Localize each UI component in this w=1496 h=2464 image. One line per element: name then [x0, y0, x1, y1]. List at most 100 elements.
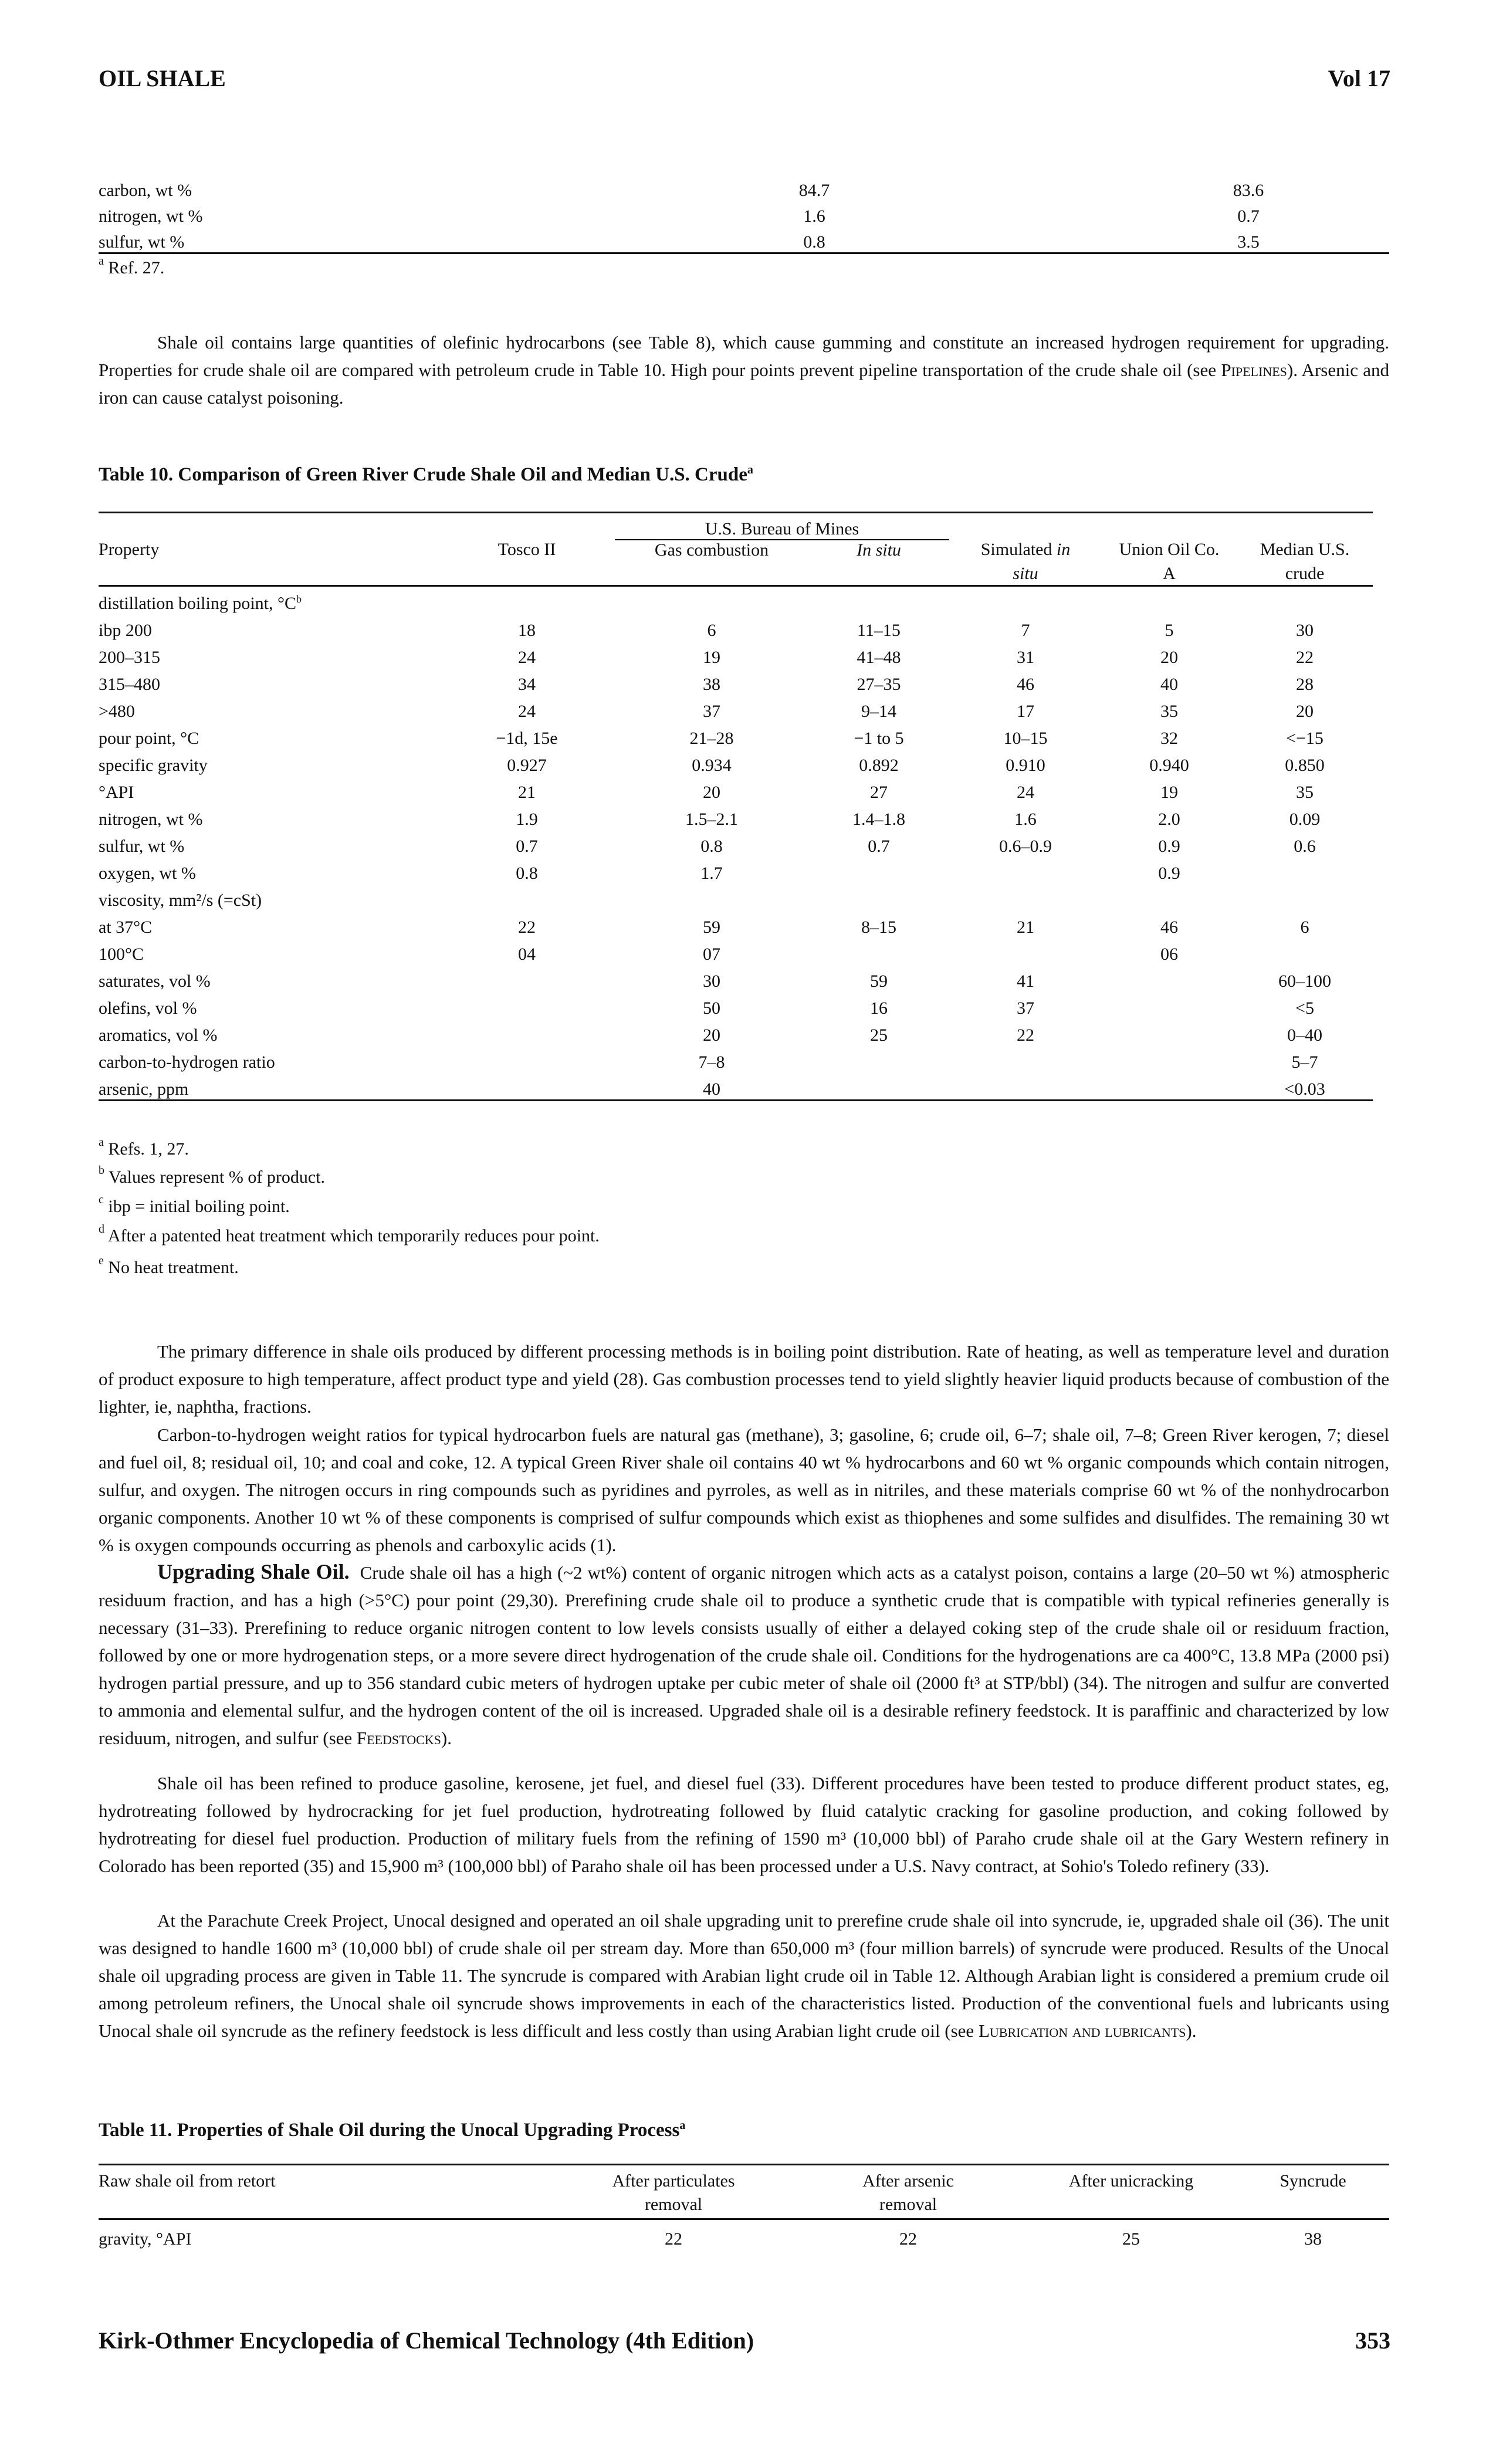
table-cell: 07: [703, 945, 720, 964]
table-cell: 11–15: [857, 621, 901, 640]
row-label: viscosity, mm²/s (=cSt): [99, 891, 262, 910]
row-label: pour point, °C: [99, 729, 199, 748]
table-cell: 16: [870, 999, 888, 1018]
header-volume: Vol 17: [1328, 65, 1390, 92]
table10-footnote: e No heat treatment.: [99, 1254, 239, 1277]
table-cell: 83.6: [1233, 181, 1264, 200]
cross-reference-link[interactable]: Lubrication and lubricants: [978, 2020, 1186, 2041]
table-cell: [949, 884, 1102, 911]
table-cell: [808, 586, 949, 614]
table-cell: sulfur, wt %: [99, 226, 756, 254]
table-cell: 46: [1017, 675, 1034, 694]
table-cell: 22: [1296, 648, 1314, 667]
table10-footnote: c ibp = initial boiling point.: [99, 1193, 290, 1216]
table-cell: [949, 937, 1102, 964]
paragraph: Shale oil contains large quantities of o…: [99, 332, 1390, 408]
section-subheading: Upgrading Shale Oil.: [157, 1560, 350, 1583]
column-header: Gas combustion: [654, 540, 769, 560]
row-label: aromatics, vol %: [99, 1025, 218, 1045]
table-cell: 10–15: [1003, 729, 1048, 748]
table-cell: 0.850: [1285, 756, 1325, 775]
column-header: situ: [949, 564, 1102, 587]
table-cell: [439, 586, 615, 614]
row-label: arsenic, ppm: [99, 1072, 439, 1101]
table-cell: [1237, 586, 1373, 614]
row-label: nitrogen, wt %: [99, 810, 203, 829]
cross-reference-link[interactable]: Pipelines: [1221, 360, 1287, 380]
table-cell: 5–7: [1291, 1052, 1318, 1072]
table-cell: 59: [870, 972, 888, 991]
paragraph: Carbon-to-hydrogen weight ratios for typ…: [99, 1424, 1389, 1555]
table-cell: −1d, 15e: [496, 729, 558, 748]
table-cell: 59: [703, 918, 720, 937]
table-cell: 0.8: [700, 837, 723, 856]
column-header: crude: [1237, 564, 1373, 587]
paragraph: The primary difference in shale oils pro…: [99, 1341, 1389, 1417]
table-cell: 0.09: [1289, 810, 1321, 829]
table-cell: carbon, wt %: [99, 181, 192, 200]
table11: Raw shale oil from retort After particul…: [99, 2164, 1389, 2249]
table-cell: 20: [703, 783, 720, 802]
table-cell: [439, 964, 615, 991]
row-label: distillation boiling point, °Cb: [99, 593, 302, 613]
table-cell: [1102, 991, 1237, 1018]
table-cell: 1.5–2.1: [685, 810, 738, 829]
table-cell: 0.8: [516, 864, 538, 883]
table10-caption: Table 10. Comparison of Green River Crud…: [99, 463, 753, 485]
row-label: 100°C: [99, 945, 144, 964]
table-cell: [808, 884, 949, 911]
table-cell: 21–28: [689, 729, 734, 748]
table-cell: 0.6–0.9: [999, 837, 1052, 856]
table-cell: 22: [518, 918, 536, 937]
table-cell: 1.6: [803, 207, 825, 226]
table-cell: 0.892: [859, 756, 899, 775]
table-cell: gravity, °API: [99, 2229, 192, 2249]
table-cell: 41: [1017, 972, 1034, 991]
table-cell: [949, 857, 1102, 884]
table-cell: [615, 586, 808, 614]
table-cell: 22: [665, 2229, 682, 2249]
table-cell: 19: [1160, 783, 1178, 802]
table-cell: [1102, 1045, 1237, 1072]
table-cell: 21: [518, 783, 536, 802]
table-cell: 18: [518, 621, 536, 640]
table-cell: [808, 1072, 949, 1101]
table-cell: 20: [1160, 648, 1178, 667]
table-cell: 2.0: [1158, 810, 1180, 829]
table-cell: 31: [1017, 648, 1034, 667]
table-cell: [949, 586, 1102, 614]
page-footer: Kirk-Othmer Encyclopedia of Chemical Tec…: [99, 2327, 1390, 2354]
cross-reference-link[interactable]: Feedstocks: [356, 1728, 441, 1748]
table-cell: 06: [1160, 945, 1178, 964]
table-cell: 0.927: [507, 756, 547, 775]
footer-source: Kirk-Othmer Encyclopedia of Chemical Tec…: [99, 2327, 754, 2354]
table-cell: 46: [1160, 918, 1178, 937]
table-cell: 0.9: [1158, 837, 1180, 856]
table-cell: 24: [1017, 783, 1034, 802]
table-cell: 0.7: [868, 837, 890, 856]
row-label: olefins, vol %: [99, 999, 197, 1018]
table10-footnote: b Values represent % of product.: [99, 1164, 326, 1187]
table-cell: 37: [1017, 999, 1034, 1018]
table-cell: 32: [1160, 729, 1178, 748]
table-cell: 38: [703, 675, 720, 694]
column-header: Syncrude: [1280, 2171, 1346, 2191]
table-cell: 84.7: [798, 181, 830, 200]
table-cell: [1102, 586, 1237, 614]
table-cell: [808, 1045, 949, 1072]
table-cell: 27–35: [857, 675, 901, 694]
table-cell: 0.910: [1006, 756, 1045, 775]
column-header: Tosco II: [497, 540, 556, 559]
table-cell: <0.03: [1237, 1072, 1373, 1101]
table-cell: [949, 1045, 1102, 1072]
table-cell: [439, 1018, 615, 1045]
